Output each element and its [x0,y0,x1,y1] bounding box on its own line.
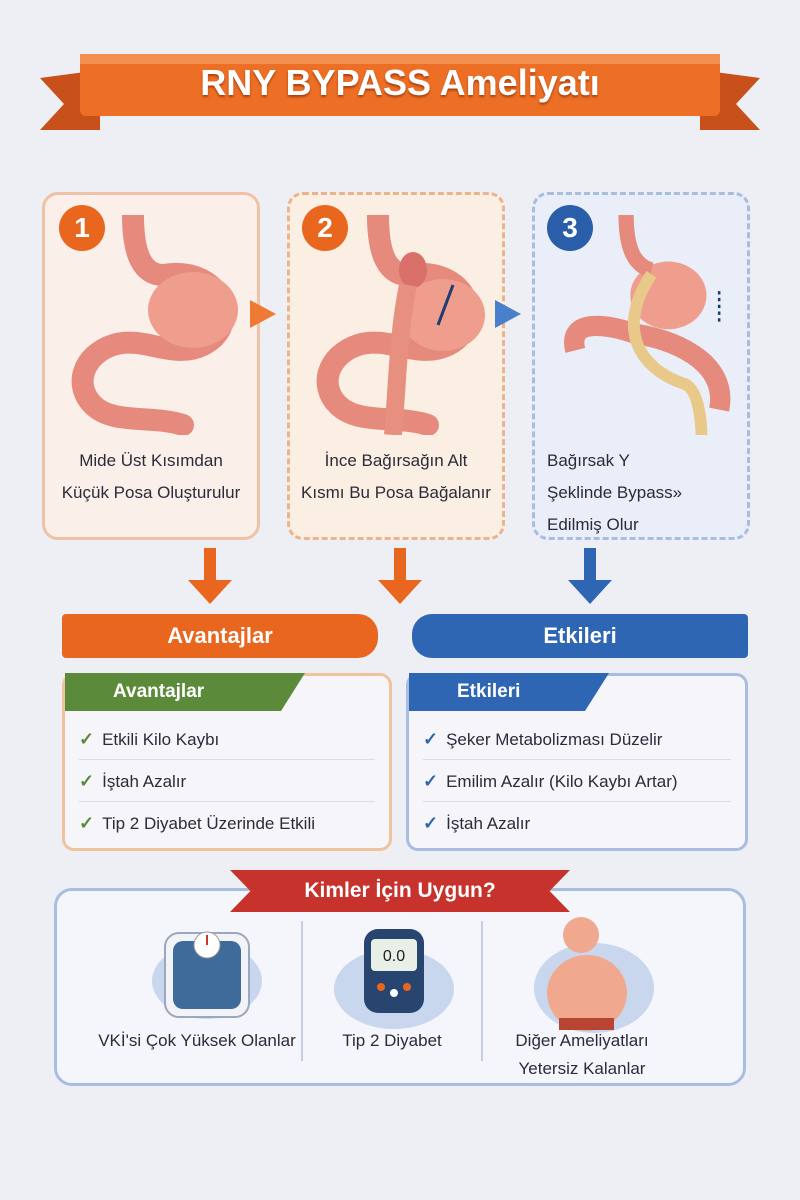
list-item: ✓ Etkili Kilo Kaybı [79,718,375,760]
arrow-right-icon [250,300,276,328]
step-text-line: Bağırsak Y [547,451,630,470]
effects-banner: Etkileri [412,614,748,658]
item-label: Tip 2 Diyabet Üzerinde Etkili [102,814,315,833]
item-label: Emilim Azalır (Kilo Kaybı Artar) [446,772,678,791]
step-text-line: İnce Bağırsağın Alt [324,451,468,470]
step-card-3: 3 Bağırsak Y Şeklinde Bypass» Edilmiş Ol… [532,192,750,540]
who-item-label: VKİ'si Çok Yüksek Olanlar [98,1031,296,1050]
list-item: ✓ Şeker Metabolizması Düzelir [423,718,731,760]
list-item: ✓ İştah Azalır [423,802,731,844]
check-icon: ✓ [423,771,439,791]
step-number: 2 [302,205,348,251]
who-item-label: Diğer Ameliyatları Yetersiz Kalanlar [515,1031,649,1078]
advantages-card-title: Avantajlar [65,673,305,711]
divider [301,921,303,1061]
list-item: ✓ Emilim Azalır (Kilo Kaybı Artar) [423,760,731,802]
meter-reading: 0.0 [383,948,405,965]
step-card-2: 2 İnce Bağırsağın Alt Kısmı Bu Posa Bağa… [287,192,505,540]
y-bypass-illustration [564,215,731,435]
advantages-banner: Avantajlar [62,614,378,658]
title-ribbon [40,54,760,130]
item-label: İştah Azalır [446,814,531,833]
check-icon: ✓ [79,813,95,833]
page-title: RNY BYPASS Ameliyatı [200,62,600,103]
suitability-title: Kimler İçin Uygun? [230,870,570,912]
who-item-label: Tip 2 Diyabet [342,1031,442,1050]
arrow-shaft [204,548,216,582]
check-icon: ✓ [423,729,439,749]
item-label: Etkili Kilo Kaybı [102,730,220,749]
list-item: ✓ Tip 2 Diyabet Üzerinde Etkili [79,802,375,844]
divider [481,921,483,1061]
arrow-right-icon [495,300,521,328]
suitability-section: 0.0 VKİ'si Çok Yüksek Olanlar Tip 2 Diya… [54,888,746,1086]
arrow-shaft [584,548,596,582]
effects-card-title: Etkileri [409,673,609,711]
arrow-shaft [394,548,406,582]
step-number: 3 [547,205,593,251]
item-label: İştah Azalır [102,772,187,791]
step-number: 1 [59,205,105,251]
person-icon [534,917,654,1033]
glucose-meter-icon: 0.0 [334,929,454,1029]
item-label: Şeker Metabolizması Düzelir [446,730,663,749]
step-text-line: Şeklinde Bypass» [547,483,683,502]
step-card-1: 1 Mide Üst Kısımdan Küçük Posa Oluşturul… [42,192,260,540]
effects-card: Etkileri ✓ Şeker Metabolizması Düzelir ✓ E… [406,673,748,851]
check-icon: ✓ [79,771,95,791]
scale-icon [152,931,262,1019]
list-item: ✓ İştah Azalır [79,760,375,802]
arrow-down-icon [188,580,232,604]
step-text-line: Edilmiş Olur [547,515,639,534]
stomach-bypass-illustration [316,215,485,435]
check-icon: ✓ [423,813,439,833]
check-icon: ✓ [79,729,95,749]
step-text-line: Küçük Posa Oluşturulur [61,483,241,502]
arrow-down-icon [378,580,422,604]
step-text-line: Kısmı Bu Posa Bağalanır [301,483,491,502]
stomach-illustration [71,215,238,435]
arrow-down-icon [568,580,612,604]
step-text-line: Mide Üst Kısımdan [79,451,223,470]
advantages-card: Avantajlar ✓ Etkili Kilo Kaybı ✓ İştah Aza… [62,673,392,851]
